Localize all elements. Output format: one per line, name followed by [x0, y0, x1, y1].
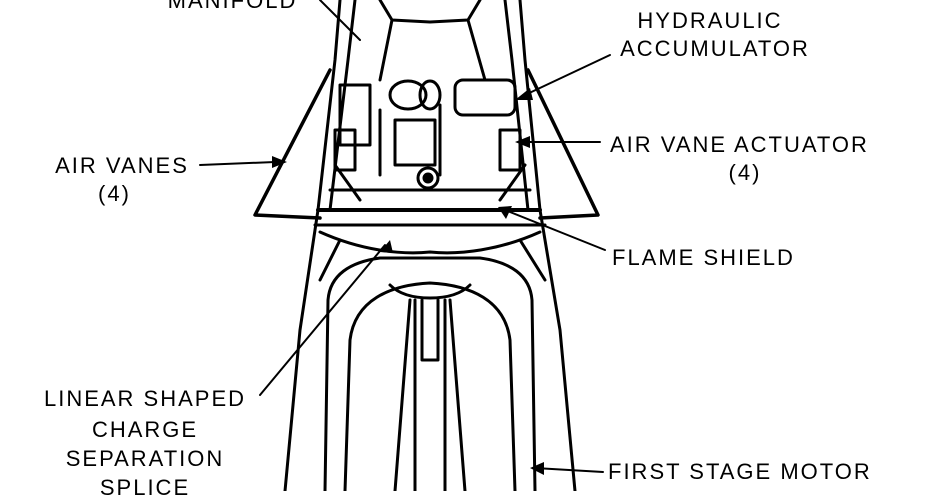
label-air-vanes-count: (4) — [98, 181, 131, 206]
label-linear-shaped: LINEAR SHAPED — [43, 386, 247, 411]
label-charge: CHARGE — [91, 417, 199, 442]
label-air-vane-actuator: AIR VANE ACTUATOR — [610, 132, 869, 157]
label-air-vane-actuator-count: (4) — [728, 160, 762, 185]
label-first-stage-motor: FIRST STAGE MOTOR — [608, 459, 872, 484]
body-outline — [283, 0, 342, 493]
label-separation: SEPARATION — [65, 446, 225, 471]
manifold-structure — [378, 0, 482, 24]
leader-lines — [199, 0, 611, 473]
air-vane-left — [253, 68, 332, 220]
air-vane-right — [526, 68, 600, 220]
label-hydraulic: HYDRAULIC — [637, 8, 783, 33]
label-accumulator: ACCUMULATOR — [620, 36, 810, 61]
hydraulic-accumulator — [453, 78, 517, 117]
label-manifold: MANIFOLD — [167, 0, 298, 13]
center-fitting — [416, 166, 440, 190]
body-inner-line — [503, 0, 530, 212]
label-air-vanes: AIR VANES — [55, 153, 189, 178]
label-flame-shield: FLAME SHIELD — [612, 245, 795, 270]
arrowheads — [272, 88, 544, 475]
label-splice: SPLICE — [99, 475, 191, 500]
first-stage-motor — [343, 281, 517, 493]
